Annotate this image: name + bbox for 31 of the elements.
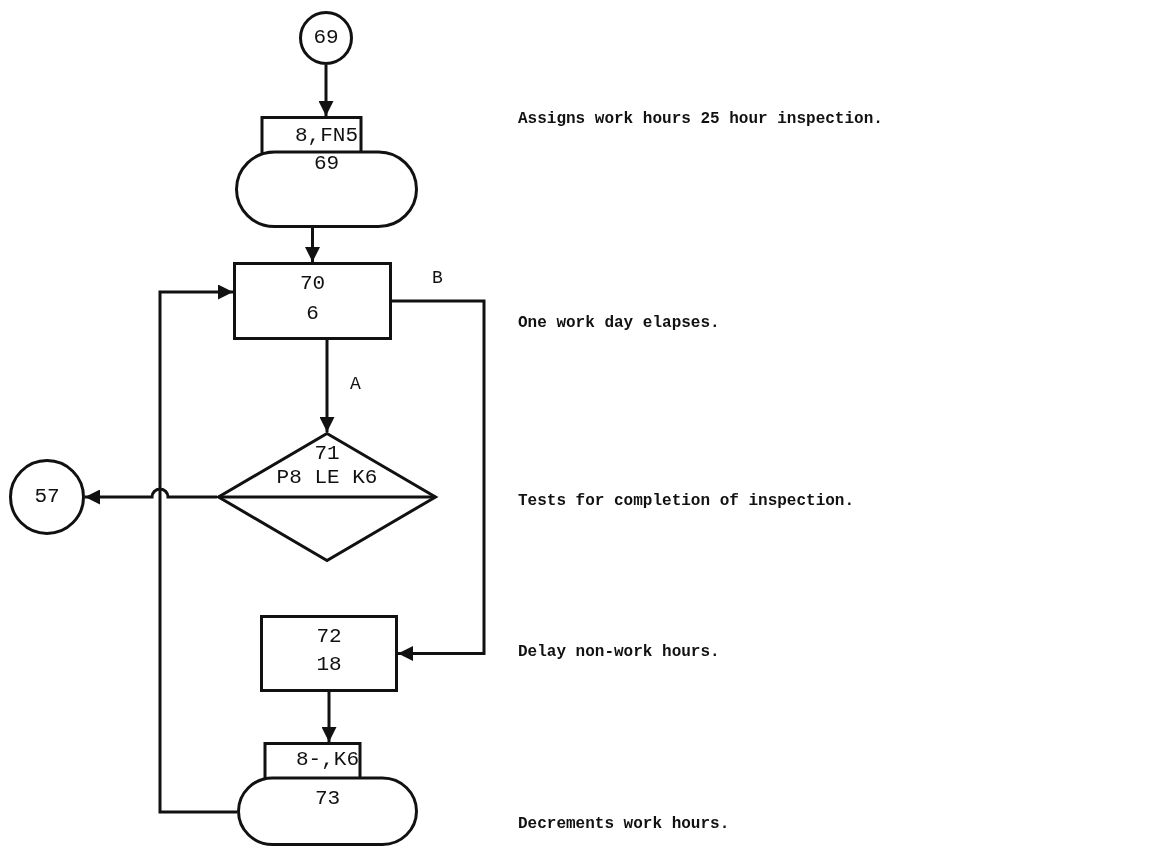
process-box	[260, 615, 398, 692]
annotation-text: One work day elapses.	[518, 314, 720, 332]
process-box	[233, 262, 392, 340]
connector-circle	[299, 11, 353, 65]
connector-circle	[9, 459, 85, 535]
arrow	[158, 284, 237, 814]
node-text: 73	[314, 787, 341, 811]
node-text: 71	[314, 442, 340, 466]
arrow	[305, 228, 320, 262]
arrow	[321, 692, 337, 742]
arrow	[318, 65, 334, 116]
arrow	[392, 299, 486, 661]
node-text: 70	[299, 272, 326, 296]
arrow	[85, 487, 217, 505]
node-text: 69	[313, 152, 340, 176]
node-text: P8 LE K6	[276, 466, 378, 490]
assign-block	[235, 116, 418, 228]
node-text: 8-,K6	[296, 748, 359, 772]
annotation-text: Assigns work hours 25 hour inspection.	[518, 110, 883, 128]
annotation-text: Tests for completion of inspection.	[518, 492, 855, 510]
node-text: 18	[316, 653, 342, 677]
assign-block	[237, 742, 418, 846]
node-text: 72	[316, 625, 342, 649]
annotation-text: Decrements work hours.	[518, 815, 730, 833]
annotation-text: Delay non-work hours.	[518, 643, 720, 661]
node-text: 8,FN5	[295, 124, 358, 148]
node-text: 57	[34, 485, 60, 509]
node-text: 6	[306, 302, 319, 326]
node-text: 69	[313, 26, 339, 50]
decision-diamond	[217, 432, 437, 562]
arrow	[319, 340, 335, 432]
